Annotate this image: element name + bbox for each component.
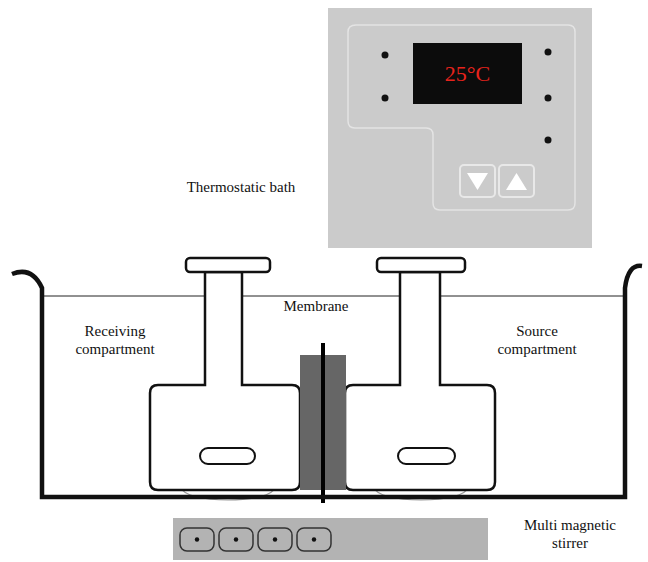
stirrer-knob	[219, 528, 253, 551]
flask-cap	[377, 258, 465, 272]
stirrer-knob	[180, 528, 214, 551]
stirrer-label: Multi magnetic stirrer	[514, 516, 626, 552]
display-reading: 25°C	[445, 61, 490, 87]
knob-dot	[195, 537, 199, 541]
indicator-dot	[545, 95, 552, 102]
bath-vessel	[12, 266, 642, 497]
indicator-dot	[545, 49, 552, 56]
stir-bar	[200, 448, 255, 464]
stirrer-base	[173, 518, 488, 560]
knob-dot	[234, 537, 238, 541]
down-arrow	[467, 173, 488, 190]
knob-dot	[312, 537, 316, 541]
up-button	[499, 165, 534, 197]
membrane-label: Membrane	[281, 297, 352, 315]
stirrer-knob	[258, 528, 292, 551]
control-panel	[328, 8, 592, 248]
bath-label: Thermostatic bath	[187, 178, 296, 196]
indicator-dot	[382, 52, 389, 59]
knob-dot	[273, 537, 277, 541]
panel-inset	[348, 25, 575, 210]
membrane	[321, 343, 325, 503]
down-button	[460, 165, 495, 197]
flask-cap	[186, 258, 270, 272]
stirrer-knob	[297, 528, 331, 551]
source-flask	[345, 272, 495, 490]
up-arrow	[506, 173, 527, 190]
indicator-dot	[382, 95, 389, 102]
receiving-flask	[150, 272, 300, 490]
temperature-display: 25°C	[413, 43, 522, 104]
compartment-label: Source compartment	[481, 322, 593, 358]
compartment-label: Receiving compartment	[59, 322, 171, 358]
indicator-dot	[545, 137, 552, 144]
stir-bar	[398, 448, 455, 464]
